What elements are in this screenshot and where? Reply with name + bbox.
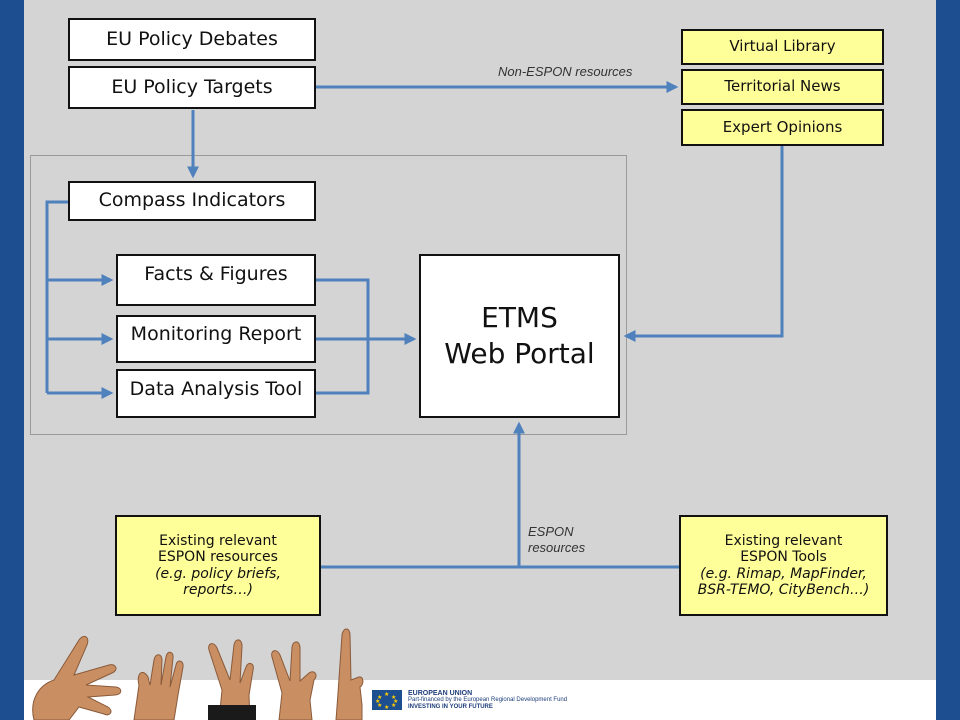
compass-indicators-label: Compass Indicators [98, 189, 286, 212]
espon-resources-label-line2: resources [528, 539, 586, 555]
eu-policy-debates-box: EU Policy Debates [68, 18, 316, 61]
etms-web-portal-box: ETMS Web Portal [419, 254, 620, 418]
territorial-news-label: Territorial News [724, 77, 841, 96]
monitoring-report-box: Monitoring Report [116, 315, 316, 363]
facts-figures-box: Facts & Figures [116, 254, 316, 306]
hands-counting-image [32, 628, 364, 720]
eu-flag-icon: ★ ★ ★ ★ ★ ★ ★ ★ [372, 690, 402, 711]
arrow-external-to-portal [623, 146, 784, 342]
non-espon-resources-label: Non-ESPON resources [498, 64, 633, 79]
data-analysis-tool-box: Data Analysis Tool [116, 369, 316, 418]
espon-resources-label-line1: ESPON [528, 524, 574, 539]
espon-tools-box: Existing relevant ESPON Tools (e.g. Rima… [679, 515, 888, 616]
compass-indicators-box: Compass Indicators [68, 181, 316, 221]
virtual-library-box: Virtual Library [681, 29, 884, 65]
espon-resources-line4: reports…) [183, 581, 253, 598]
eu-policy-targets-label: EU Policy Targets [111, 75, 273, 98]
eu-text-line3: INVESTING IN YOUR FUTURE [408, 703, 493, 710]
eu-text-line2: Part-financed by the European Regional D… [408, 697, 568, 704]
espon-resources-label: ESPON resources [528, 524, 585, 555]
data-analysis-tool-label: Data Analysis Tool [129, 377, 303, 400]
expert-opinions-label: Expert Opinions [722, 117, 843, 136]
espon-resources-line2: ESPON resources [158, 549, 278, 566]
espon-tools-line3: (e.g. Rimap, MapFinder, [700, 565, 867, 582]
facts-figures-label: Facts & Figures [144, 263, 288, 286]
territorial-news-box: Territorial News [681, 69, 884, 105]
espon-tools-line1: Existing relevant [724, 533, 843, 550]
eu-policy-targets-box: EU Policy Targets [68, 66, 316, 109]
espon-resources-line3: (e.g. policy briefs, [155, 565, 281, 582]
monitoring-report-label: Monitoring Report [130, 323, 302, 346]
portal-line2: Web Portal [444, 337, 595, 370]
eu-policy-debates-label: EU Policy Debates [106, 27, 278, 50]
left-border [0, 0, 24, 720]
expert-opinions-box: Expert Opinions [681, 109, 884, 146]
virtual-library-label: Virtual Library [729, 37, 836, 56]
espon-tools-line2: ESPON Tools [740, 549, 827, 566]
espon-resources-box: Existing relevant ESPON resources (e.g. … [115, 515, 321, 616]
portal-line1: ETMS [481, 300, 558, 334]
espon-tools-line4: BSR-TEMO, CityBench…) [697, 581, 870, 598]
right-border [936, 0, 960, 720]
footer-divider [24, 676, 936, 680]
espon-resources-line1: Existing relevant [159, 533, 277, 550]
eu-logo: ★ ★ ★ ★ ★ ★ ★ ★ EUROPEAN UNION Part-fina… [372, 690, 568, 711]
eu-text-line1: EUROPEAN UNION [408, 690, 473, 698]
